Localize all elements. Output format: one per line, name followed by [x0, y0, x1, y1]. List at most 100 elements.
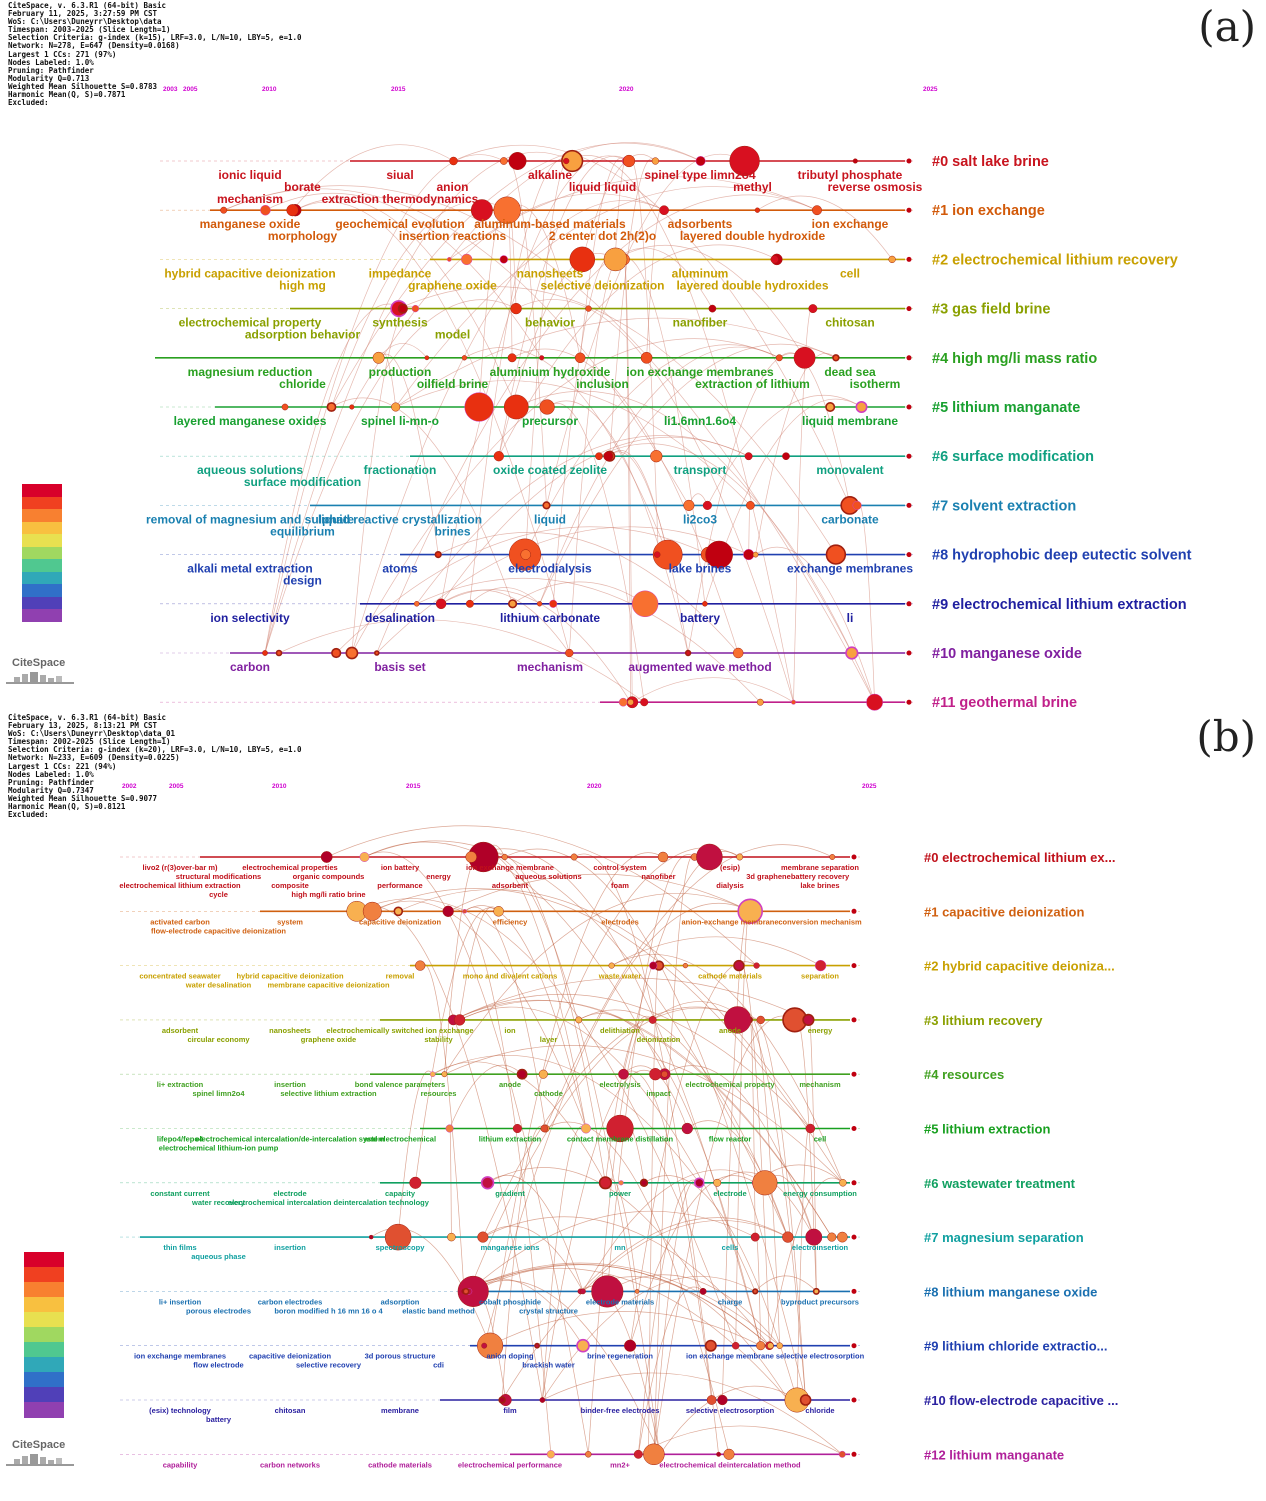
color-scale-swatch [22, 609, 62, 623]
keyword-label: ion exchange membranes [626, 365, 774, 379]
color-scale-swatch [24, 1327, 64, 1343]
keyword-label: lake brines [669, 562, 732, 576]
keyword-label: extraction of lithium [695, 377, 810, 391]
keyword-node [409, 1176, 422, 1189]
co-occurrence-link [659, 1385, 798, 1455]
keyword-node [447, 1232, 456, 1242]
keyword-label: removal of magnesium and sulphate [146, 512, 354, 526]
keyword-label: behavior [525, 316, 575, 330]
co-occurrence-link [546, 400, 689, 654]
logo-skyline-icon [6, 1454, 74, 1466]
keyword-label: thin films [163, 1243, 196, 1252]
keyword-node [606, 1114, 634, 1143]
co-occurrence-link [487, 1174, 584, 1292]
metadata-line: Modularity Q=0.713 [8, 73, 90, 83]
keyword-label: augmented wave method [628, 660, 771, 674]
co-occurrence-link [546, 153, 745, 506]
keyword-label: aluminum-based materials [474, 217, 626, 231]
keyword-node [852, 500, 862, 510]
keyword-label: cobalt phosphide [479, 1297, 541, 1306]
cluster-label: #2 hybrid capacitive deioniza... [924, 959, 1115, 974]
keyword-label: monovalent [816, 463, 883, 477]
co-occurrence-link [463, 1267, 789, 1401]
color-scale-swatch [22, 521, 62, 535]
co-occurrence-link [614, 247, 713, 309]
citespace-logo: CiteSpace [6, 1439, 76, 1469]
keyword-node [580, 1288, 586, 1295]
keyword-label: design [283, 574, 322, 588]
co-occurrence-link [483, 902, 751, 1346]
keyword-label: anode [719, 1026, 741, 1035]
co-occurrence-link [264, 303, 403, 654]
keyword-label: high mg/li ratio brine [291, 890, 365, 899]
keyword-label: chitosan [275, 1406, 306, 1415]
keyword-label: isotherm [850, 377, 901, 391]
keyword-label: electrochemical property [179, 316, 322, 330]
keyword-node [845, 646, 859, 660]
co-occurrence-link [440, 589, 631, 703]
co-occurrence-link [468, 1263, 770, 1346]
keyword-node [320, 851, 333, 863]
keyword-label: alkaline [528, 168, 572, 182]
co-occurrence-link [542, 1069, 656, 1401]
keyword-label: battery recovery [791, 872, 850, 881]
keyword-node [744, 452, 753, 461]
keyword-node [493, 196, 521, 224]
keyword-label: membrane separation [781, 863, 859, 872]
cluster-label: #1 capacitive deionization [924, 904, 1084, 919]
metadata-line: Network: N=278, E=647 (Density=0.0168) [8, 41, 180, 51]
year-tick-label: 2015 [391, 86, 406, 93]
keyword-label: gradient [495, 1189, 525, 1198]
co-occurrence-link [545, 844, 833, 1129]
color-scale-swatch [24, 1372, 64, 1388]
co-occurrence-link [608, 451, 689, 654]
keyword-label: capability [163, 1460, 198, 1469]
co-occurrence-link [468, 1007, 746, 1292]
keyword-label: livo2 (r(3)over-bar m) [142, 863, 218, 872]
keyword-node [281, 403, 289, 411]
keyword-node [424, 355, 430, 361]
keyword-label: efficiency [493, 917, 528, 926]
keyword-node [731, 1341, 740, 1350]
keyword-node [684, 649, 692, 657]
co-occurrence-link [542, 1372, 843, 1455]
keyword-node [851, 1288, 857, 1294]
keyword-node [906, 158, 912, 164]
keyword-node [851, 1180, 857, 1186]
keyword-label: delithiation [600, 1026, 640, 1035]
co-occurrence-link [664, 1065, 815, 1238]
keyword-node [477, 1231, 489, 1243]
keyword-node [643, 1443, 665, 1466]
keyword-node [581, 1123, 591, 1134]
keyword-label: tributyl phosphate [798, 168, 903, 182]
keyword-label: chloride [279, 377, 326, 391]
keyword-node [464, 392, 494, 422]
cluster-label: #7 solvent extraction [932, 498, 1076, 514]
keyword-node [659, 205, 669, 216]
keyword-node [851, 1017, 857, 1023]
keyword-label: crystal structure [519, 1306, 578, 1315]
keyword-label: graphene oxide [301, 1035, 356, 1044]
keyword-label: alkali metal extraction [187, 562, 312, 576]
co-occurrence-link [755, 546, 875, 703]
keyword-label: nanofiber [673, 316, 728, 330]
metadata-line: Weighted Mean Silhouette S=0.9077 [8, 793, 158, 803]
keyword-node [782, 452, 790, 461]
color-scale-swatch [22, 534, 62, 548]
keyword-node [812, 205, 822, 216]
keyword-label: system [277, 917, 303, 926]
keyword-node [737, 898, 764, 925]
co-occurrence-link [581, 154, 656, 260]
keyword-label: mono and divalent cations [463, 972, 558, 981]
keyword-label: cycle [209, 890, 228, 899]
keyword-node [498, 1396, 506, 1404]
keyword-node [746, 501, 755, 510]
co-occurrence-link [464, 906, 546, 1129]
cluster-label: #10 manganese oxide [932, 646, 1082, 662]
keyword-node [756, 698, 764, 706]
keyword-label: conversion mechanism [778, 917, 862, 926]
co-occurrence-link [335, 526, 709, 654]
keyword-node [733, 959, 745, 972]
co-occurrence-link [757, 195, 893, 260]
